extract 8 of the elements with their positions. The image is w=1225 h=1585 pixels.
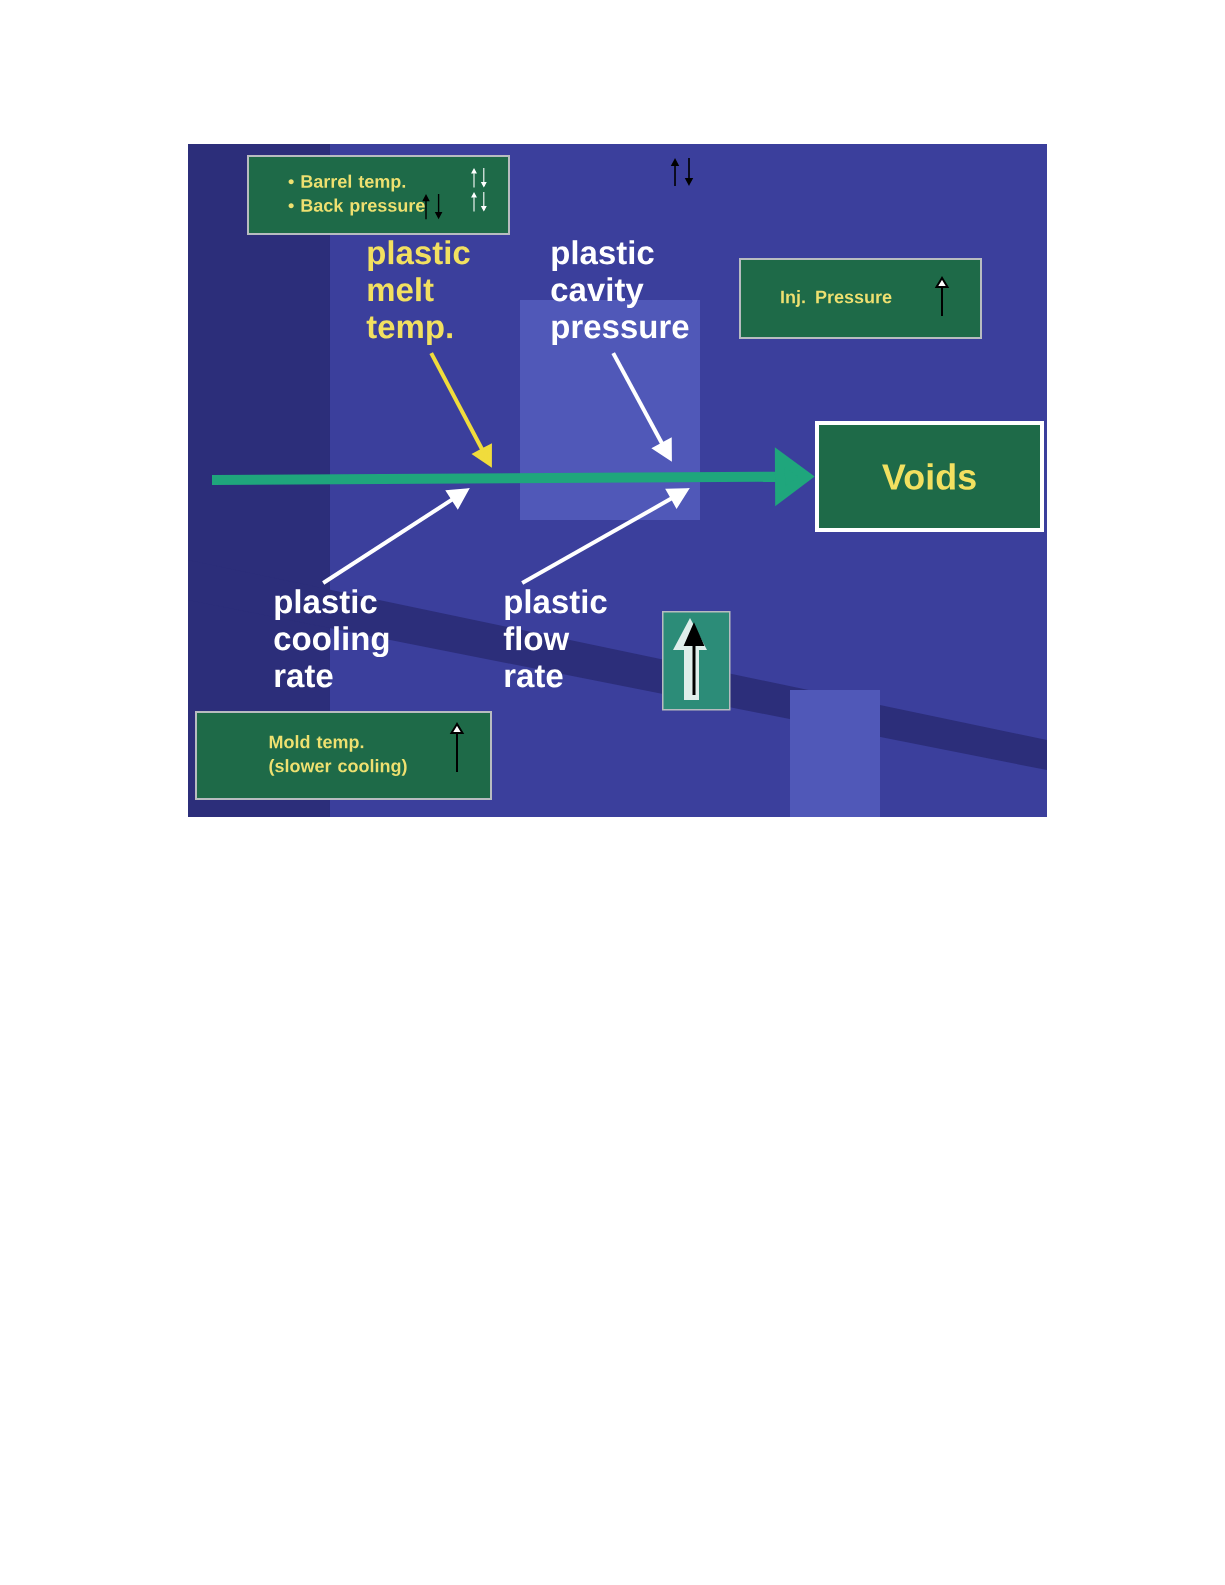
label-box: Mold temp. (slower cooling): [195, 711, 492, 800]
cause-label: plastic cavity pressure: [551, 240, 689, 345]
cause-label: plastic cooling rate: [274, 589, 389, 688]
cause-label: plastic melt temp.: [366, 240, 470, 345]
effect-box: Voids: [815, 421, 1044, 532]
label-box: Inj. Pressure: [739, 258, 982, 339]
cause-label: plastic flow rate: [503, 589, 607, 688]
label-box: • Barrel temp. • Back pressure: [247, 155, 510, 235]
